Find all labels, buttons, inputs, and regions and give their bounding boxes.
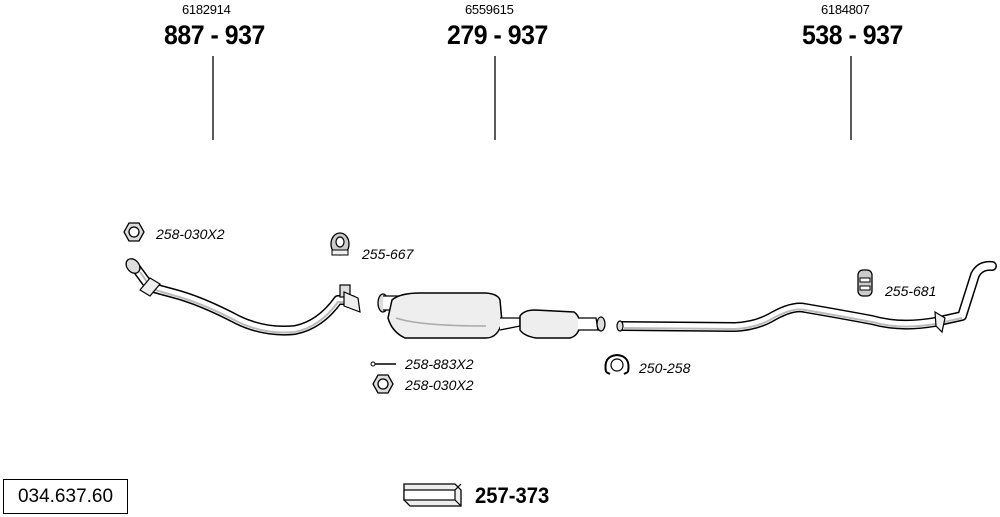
- oe-number-middle: 6559615: [465, 2, 514, 17]
- part-number-front[interactable]: 887 - 937: [164, 20, 265, 50]
- front-pipe[interactable]: [123, 256, 361, 336]
- oe-number-front: 6182914: [182, 2, 231, 17]
- oe-number-rear: 6184807: [821, 2, 870, 17]
- part-label-clamp[interactable]: 250-258: [639, 360, 691, 376]
- reference-number: 034.637.60: [17, 485, 114, 507]
- part-label-rubber-hanger[interactable]: 255-681: [885, 283, 937, 299]
- part-number-rear[interactable]: 538 - 937: [802, 20, 903, 50]
- kit-number[interactable]: 257-373: [475, 483, 550, 508]
- part-label-nut-front[interactable]: 258-030X2: [156, 226, 225, 242]
- hex-nut-icon: [372, 374, 394, 394]
- part-label-bolt[interactable]: 258-883X2: [405, 356, 474, 372]
- clamp-icon: [604, 353, 630, 375]
- rubber-ring-icon: [330, 232, 350, 256]
- bolt-icon: [370, 361, 396, 367]
- middle-silencer[interactable]: [377, 292, 606, 339]
- part-label-nut-mid[interactable]: 258-030X2: [405, 377, 474, 393]
- part-number-middle[interactable]: 279 - 937: [447, 20, 548, 50]
- part-label-rubber-ring[interactable]: 255-667: [362, 246, 414, 262]
- rubber-hanger-icon: [857, 269, 873, 297]
- mounting-kit-icon: [403, 483, 462, 507]
- reference-number-box: 034.637.60: [3, 479, 128, 514]
- hex-nut-icon: [123, 222, 145, 242]
- rear-pipe[interactable]: [616, 260, 997, 334]
